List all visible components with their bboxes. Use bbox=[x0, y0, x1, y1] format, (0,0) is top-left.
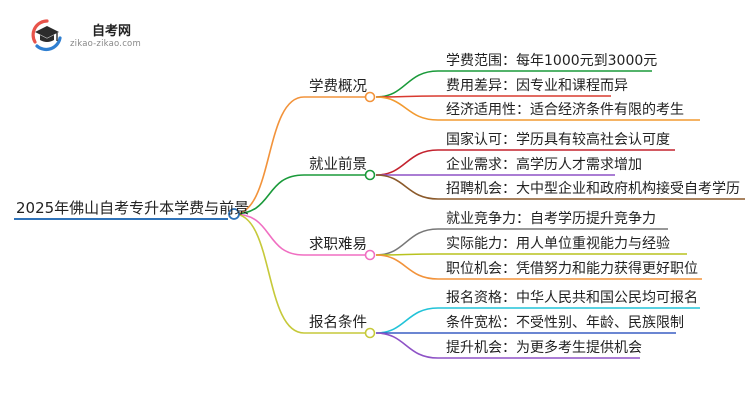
leaf-label: 就业竞争力：自考学历提升竞争力 bbox=[446, 211, 656, 227]
leaf-label: 提升机会：为更多考生提供机会 bbox=[446, 340, 642, 356]
branch-connector bbox=[233, 174, 305, 215]
branch-node[interactable] bbox=[364, 169, 376, 181]
branch-connector bbox=[233, 96, 305, 215]
site-logo[interactable]: 自考网 zikao-zikao.com bbox=[30, 16, 150, 56]
leaf-connector bbox=[375, 228, 439, 256]
leaf-label: 国家认可：学历具有较高社会认可度 bbox=[446, 132, 670, 148]
leaf-label: 条件宽松：不受性别、年龄、民族限制 bbox=[446, 315, 684, 331]
leaf-label: 实际能力：用人单位重视能力与经验 bbox=[446, 236, 670, 252]
branch-label-3: 求职难易 bbox=[309, 237, 367, 253]
leaf-connector bbox=[375, 307, 439, 334]
leaf-connector bbox=[375, 254, 439, 280]
leaf-connector bbox=[375, 96, 439, 121]
branch-connector bbox=[233, 213, 305, 256]
branch-label-2: 就业前景 bbox=[309, 157, 367, 173]
leaf-label: 职位机会：凭借努力和能力获得更好职位 bbox=[446, 261, 698, 277]
branch-node[interactable] bbox=[364, 249, 376, 261]
leaf-connector bbox=[375, 332, 439, 359]
branch-connector bbox=[233, 213, 305, 334]
leaf-label: 报名资格：中华人民共和国公民均可报名 bbox=[446, 290, 698, 306]
logo-title: 自考网 bbox=[92, 24, 132, 39]
leaf-connector bbox=[375, 174, 439, 200]
leaf-label: 学费范围：每年1000元到3000元 bbox=[446, 53, 658, 69]
leaf-label: 经济适用性：适合经济条件有限的考生 bbox=[446, 102, 684, 118]
root-label: 2025年佛山自考专升本学费与前景 bbox=[16, 199, 250, 217]
leaf-connector bbox=[375, 70, 439, 98]
branch-label-4: 报名条件 bbox=[309, 315, 367, 331]
branch-node[interactable] bbox=[364, 327, 376, 339]
leaf-connector bbox=[375, 149, 439, 176]
graduation-cap-icon bbox=[31, 19, 62, 52]
leaf-label: 企业需求：高学历人才需求增加 bbox=[446, 157, 642, 173]
branch-node[interactable] bbox=[364, 91, 376, 103]
root-node[interactable] bbox=[228, 208, 240, 220]
logo-url: zikao-zikao.com bbox=[70, 39, 141, 49]
leaf-label: 费用差异：因专业和课程而异 bbox=[446, 78, 628, 94]
leaf-label: 招聘机会：大中型企业和政府机构接受自考学历 bbox=[446, 181, 740, 197]
branch-label-1: 学费概况 bbox=[309, 79, 367, 95]
